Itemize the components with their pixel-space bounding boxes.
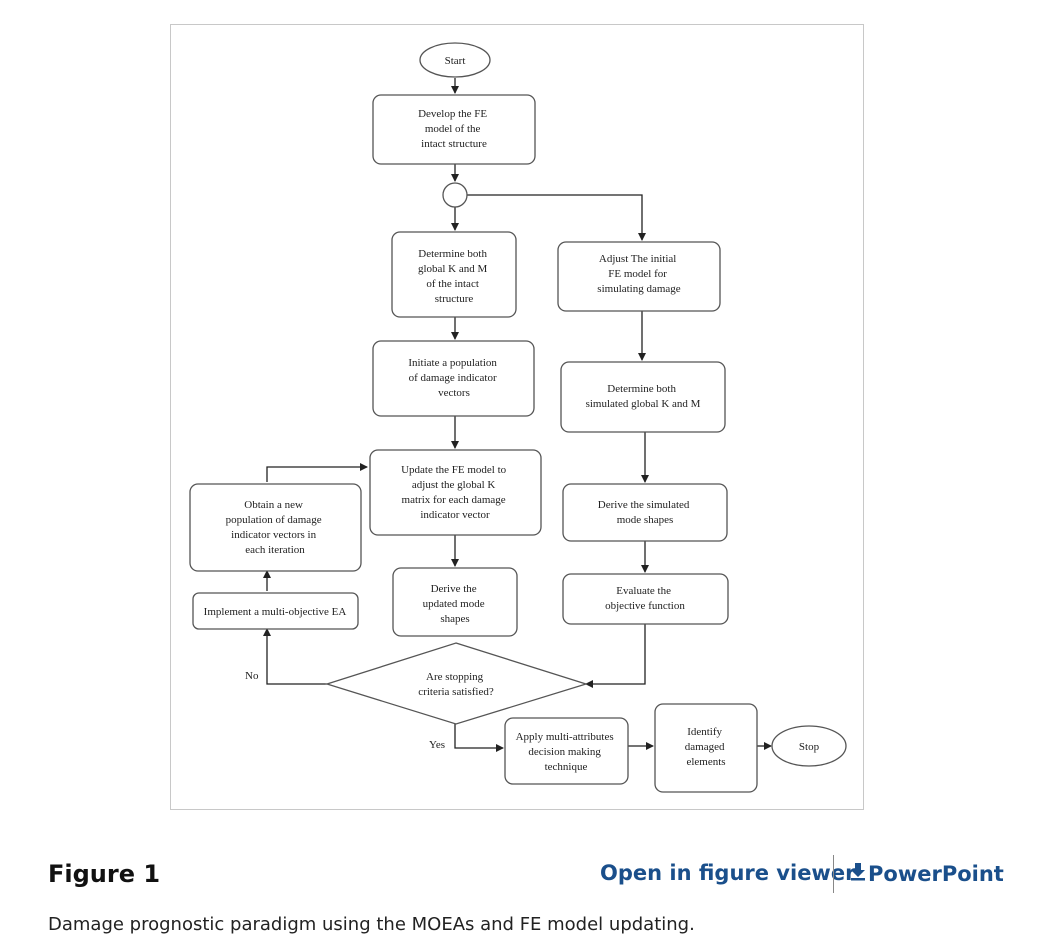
- node-adjust-initial-fe: Adjust The initial FE model for simulati…: [557, 241, 721, 312]
- node-determine-k-m: Determine both global K and M of the int…: [391, 231, 517, 318]
- node-evaluate-label: Evaluate the objective function: [605, 585, 685, 612]
- figure-title: Figure 1: [48, 860, 161, 888]
- open-figure-viewer-link[interactable]: Open in figure viewer: [600, 861, 856, 885]
- figure-caption: Damage prognostic paradigm using the MOE…: [48, 914, 695, 935]
- node-implement-moea: Implement a multi-objective EA: [192, 592, 359, 630]
- node-decision-label: Are stopping criteria satisfied?: [418, 671, 494, 698]
- download-icon: [848, 861, 868, 886]
- node-derive-sim-label: Derive the simulated mode shapes: [598, 499, 692, 526]
- node-determine-simulated: Determine both simulated global K and M: [560, 361, 726, 433]
- edge-label-no: No: [245, 670, 259, 682]
- powerpoint-link[interactable]: PowerPoint: [848, 861, 1004, 886]
- node-identify-damaged: Identify damaged elements: [654, 703, 758, 793]
- node-develop-label: Develop the FE model of the intact struc…: [418, 108, 490, 150]
- node-derive-updated-label: Derive the updated mode shapes: [423, 583, 488, 625]
- node-update-fe-model: Update the FE model to adjust the global…: [369, 449, 542, 536]
- node-determine-sim-label: Determine both simulated global K and M: [586, 383, 701, 410]
- arrow-evaluate-decision: [585, 624, 646, 688]
- flowchart: Start Develop the FE model of the intact…: [189, 42, 847, 793]
- edge-label-yes: Yes: [429, 739, 445, 751]
- node-apply-label: Apply multi-attributes decision making t…: [516, 731, 617, 773]
- node-evaluate-objective: Evaluate the objective function: [562, 573, 729, 625]
- node-obtain-label: Obtain a new population of damage indica…: [226, 499, 325, 556]
- node-update-label: Update the FE model to adjust the global…: [401, 464, 509, 521]
- arrow-junction-adjust: [467, 194, 646, 241]
- node-initiate-population: Initiate a population of damage indicato…: [372, 340, 535, 417]
- node-implement-label: Implement a multi-objective EA: [204, 606, 347, 618]
- node-apply-mcdm: Apply multi-attributes decision making t…: [504, 717, 629, 785]
- node-identify-label: Identify damaged elements: [685, 726, 727, 768]
- node-stop: Stop: [771, 725, 847, 767]
- arrow-decision-apply: [454, 724, 504, 752]
- node-determine-label: Determine both global K and M of the int…: [418, 248, 490, 305]
- connectors: [263, 78, 772, 752]
- link-separator: [833, 855, 834, 893]
- junction-circle: [442, 182, 468, 208]
- node-initiate-label: Initiate a population of damage indicato…: [408, 357, 499, 399]
- node-decision-stopping-criteria: Are stopping criteria satisfied?: [324, 642, 589, 725]
- node-derive-updated-mode-shapes: Derive the updated mode shapes: [392, 567, 518, 637]
- node-adjust-label: Adjust The initial FE model for simulati…: [597, 253, 681, 295]
- arrow-obtain-update: [266, 463, 368, 482]
- arrow-decision-implement: [263, 628, 327, 685]
- node-stop-label: Stop: [799, 741, 820, 753]
- node-start: Start: [419, 42, 491, 78]
- node-develop-fe-model: Develop the FE model of the intact struc…: [372, 94, 536, 165]
- node-obtain-new-population: Obtain a new population of damage indica…: [189, 483, 362, 572]
- node-start-label: Start: [445, 55, 466, 67]
- powerpoint-link-label[interactable]: PowerPoint: [868, 862, 1004, 886]
- node-derive-simulated-mode-shapes: Derive the simulated mode shapes: [562, 483, 728, 542]
